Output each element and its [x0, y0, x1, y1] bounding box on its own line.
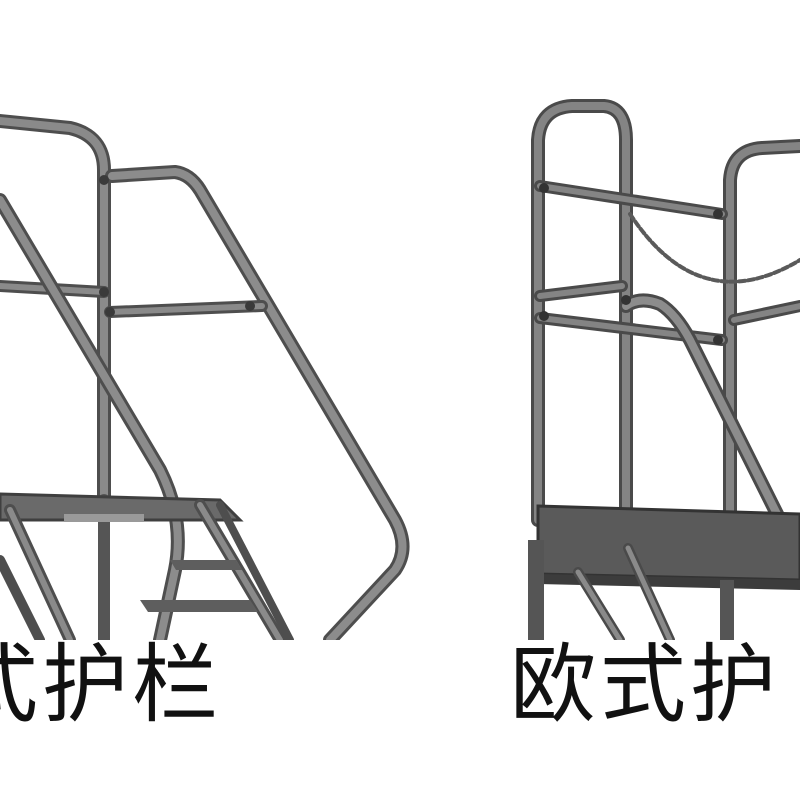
right-guardrail-illustration: [528, 99, 800, 640]
left-guardrail-illustration: [0, 113, 410, 640]
right-product-image: [470, 0, 800, 800]
left-caption: 式护栏: [0, 635, 222, 735]
right-caption: 欧式护: [510, 635, 780, 735]
left-product-image: 式护栏: [0, 113, 410, 735]
